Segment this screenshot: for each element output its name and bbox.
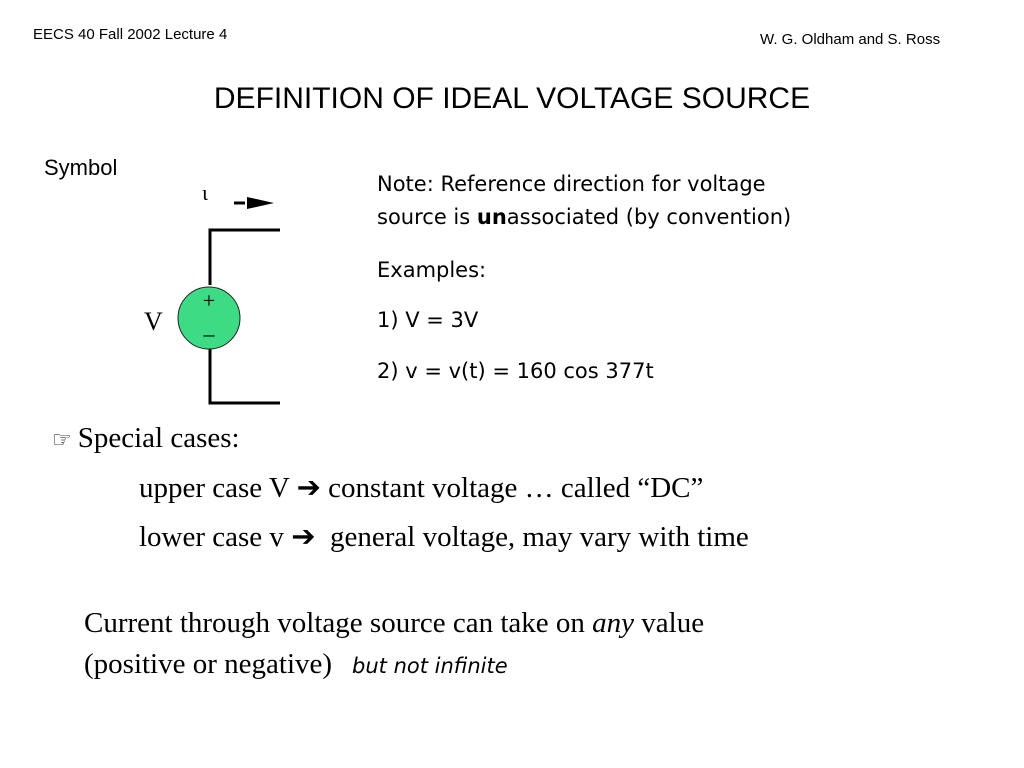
note-line-2: source is unassociated (by convention) [377, 205, 791, 229]
pointing-hand-icon: ☞ [52, 428, 72, 453]
lower-wire [208, 340, 280, 405]
example-2: 2) v = v(t) = 160 cos 377t [377, 359, 654, 383]
special-cases-text: Special cases: [77, 422, 240, 454]
note-line-2-pre: source is [377, 205, 477, 229]
symbol-label: Symbol [44, 155, 118, 180]
header-course: EECS 40 Fall 2002 Lecture 4 [33, 26, 228, 43]
special-cases-heading: ☞Special cases: [52, 422, 240, 455]
note-line-1: Note: Reference direction for voltage [377, 172, 766, 196]
header-authors: W. G. Oldham and S. Ross [760, 31, 941, 48]
lower-case-post: general voltage, may vary with time [330, 521, 749, 553]
upper-case-line: upper case V ➔ constant voltage … called… [139, 470, 703, 505]
voltage-label: V [144, 307, 163, 336]
but-not-infinite-note: but not infinite [352, 654, 508, 678]
current-line-1-post: value [634, 607, 705, 639]
current-line-2-text: (positive or negative) [84, 648, 333, 680]
upper-wire [208, 228, 280, 285]
current-arrow-head [247, 197, 274, 209]
current-line-1-pre: Current through voltage source can take … [84, 607, 593, 639]
arrow-right-icon: ➔ [291, 521, 316, 553]
arrow-right-icon: ➔ [296, 472, 321, 504]
voltage-source-circle [177, 286, 241, 350]
emphasis-any: any [592, 607, 635, 639]
slide-title: DEFINITION OF IDEAL VOLTAGE SOURCE [213, 82, 811, 115]
lower-case-line: lower case v ➔ general voltage, may vary… [139, 519, 749, 554]
upper-case-post: constant voltage … called “DC” [328, 472, 704, 504]
plus-sign: + [203, 288, 215, 313]
note-emphasis-un: un [476, 205, 507, 229]
minus-sign: – [203, 321, 216, 346]
current-label: ι [202, 180, 208, 205]
voltage-source-diagram: ι + – V [144, 180, 280, 405]
lower-case-pre: lower case v [139, 521, 284, 553]
example-1: 1) V = 3V [377, 308, 479, 332]
note-line-2-post: associated (by convention) [506, 205, 792, 229]
current-line-2: (positive or negative) but not infinite [84, 648, 508, 681]
examples-heading: Examples: [377, 258, 487, 282]
current-line-1: Current through voltage source can take … [84, 607, 704, 640]
upper-case-pre: upper case V [139, 472, 290, 504]
